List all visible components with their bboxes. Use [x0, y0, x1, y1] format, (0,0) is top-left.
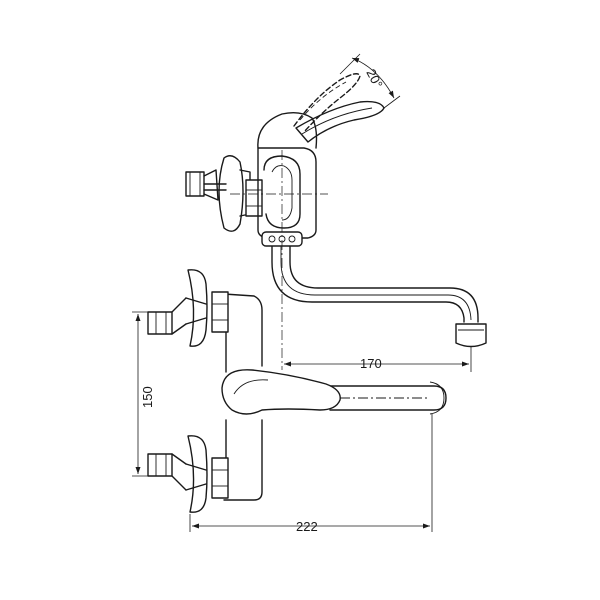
width-dimension: 222 — [189, 414, 433, 534]
width-label: 222 — [296, 519, 318, 534]
side-view: 20° 170 — [185, 53, 487, 372]
spout — [271, 244, 487, 348]
lower-inlet — [147, 435, 229, 513]
inlet-connector — [185, 169, 227, 201]
reach-label: 170 — [360, 356, 382, 371]
spacing-dimension: 150 — [132, 311, 155, 477]
upper-inlet — [147, 269, 229, 347]
angle-dimension: 20° — [339, 53, 401, 109]
front-spout — [329, 381, 447, 415]
front-view: 150 222 — [132, 269, 447, 534]
spacing-label: 150 — [140, 386, 155, 408]
front-handle — [221, 369, 341, 415]
coupling-nut — [245, 179, 263, 217]
mixer-body — [257, 147, 317, 247]
reach-dimension: 170 — [284, 346, 472, 372]
cartridge-cap — [257, 111, 318, 149]
angle-label: 20° — [363, 66, 385, 90]
aerator — [455, 323, 487, 348]
